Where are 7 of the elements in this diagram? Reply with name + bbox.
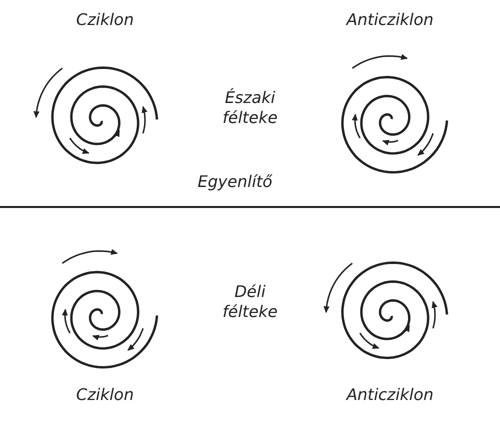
spiral-caption: Anticziklon	[344, 10, 435, 30]
spiral-caption: Anticziklon	[344, 385, 435, 405]
spiral-caption: Cziklon	[75, 385, 135, 405]
spiral-caption: Déli félteke	[222, 282, 278, 322]
spiral-caption: Cziklon	[75, 10, 135, 30]
spiral-caption: Északi félteke	[222, 88, 278, 128]
spiral-caption: Egyenlítő	[196, 172, 274, 192]
